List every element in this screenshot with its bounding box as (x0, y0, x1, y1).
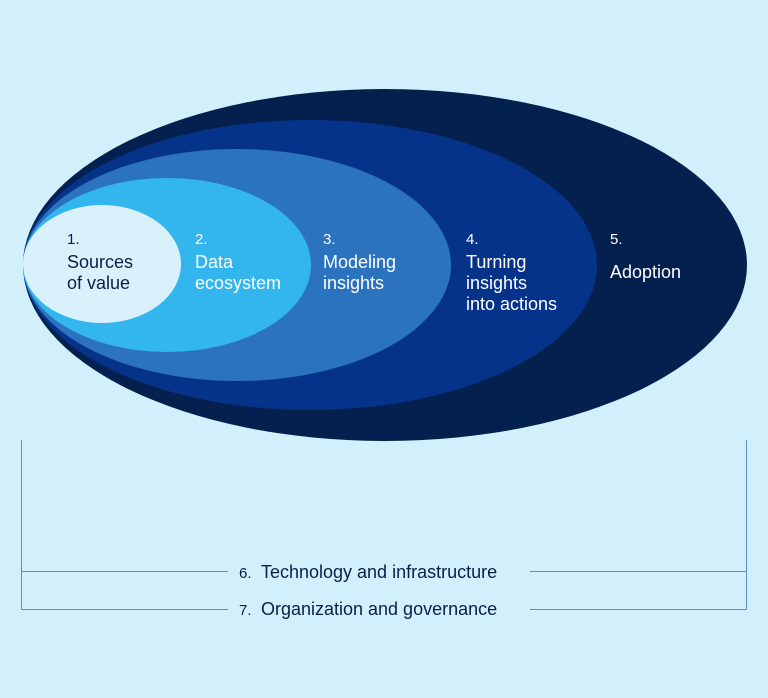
foundation-6-number: 6. (239, 565, 252, 582)
layer-3-number: 3. (323, 231, 336, 248)
layer-3-title-line-1: Modeling (323, 252, 396, 272)
layer-4-title-line-2: insights (466, 273, 527, 293)
layer-2-label: 2. Data ecosystem (195, 231, 281, 293)
layer-5-number: 5. (610, 231, 623, 248)
layer-1-label: 1. Sources of value (67, 231, 133, 293)
layer-2-title-line-2: ecosystem (195, 273, 281, 293)
layer-1-sources-ellipse (23, 205, 181, 323)
foundation-bracket (21, 440, 747, 610)
layer-3-title-line-2: insights (323, 273, 384, 293)
layer-4-title-line-3: into actions (466, 294, 557, 314)
layer-1-number: 1. (67, 231, 80, 248)
foundation-6-label: 6. Technology and infrastructure (239, 562, 497, 582)
foundation-7-number: 7. (239, 602, 252, 619)
layer-4-title-line-1: Turning (466, 252, 526, 272)
layer-2-number: 2. (195, 231, 208, 248)
layer-3-label: 3. Modeling insights (323, 231, 396, 293)
layer-2-title-line-1: Data (195, 252, 234, 272)
foundation-7-label: 7. Organization and governance (239, 599, 497, 619)
layer-1-title-line-1: Sources (67, 252, 133, 272)
layer-1-title-line-2: of value (67, 273, 130, 293)
layer-4-label: 4. Turning insights into actions (466, 231, 557, 314)
layer-5-title-line-1: Adoption (610, 262, 681, 282)
foundation-6-text: Technology and infrastructure (261, 562, 497, 582)
foundation-7-text: Organization and governance (261, 599, 497, 619)
layer-4-number: 4. (466, 231, 479, 248)
layer-5-label: 5. Adoption (610, 231, 681, 282)
